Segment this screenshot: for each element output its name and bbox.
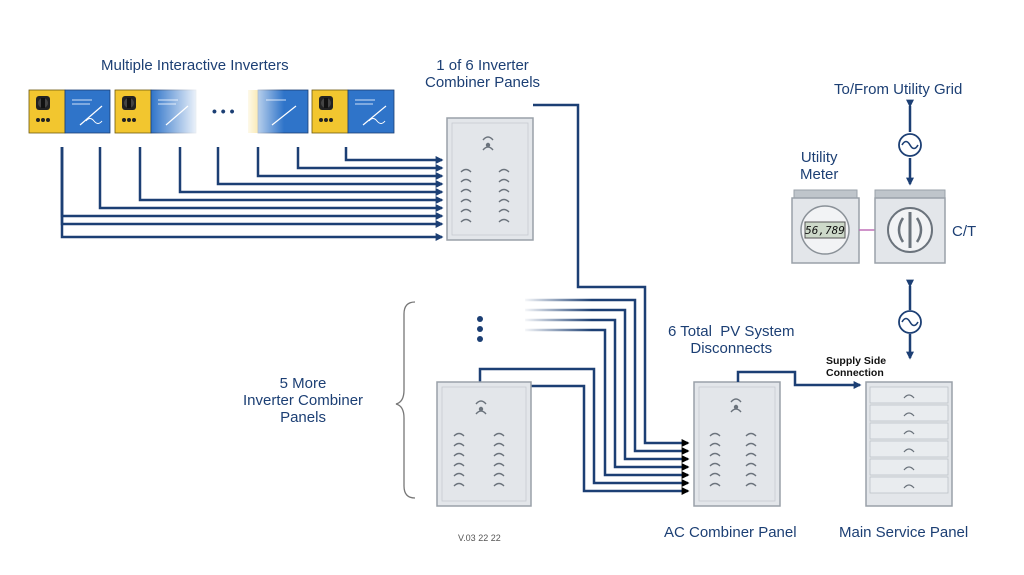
label-main-service: Main Service Panel — [839, 524, 969, 541]
meter-reading: 56,789 — [805, 224, 845, 237]
brace — [395, 301, 416, 499]
ac-sine-icon — [898, 133, 922, 157]
disconnect-switch-icon — [475, 400, 487, 415]
combiner-to-ac-line — [533, 103, 690, 448]
breaker-icon — [460, 168, 510, 223]
grid-connection-arrows — [898, 99, 922, 360]
inverter-4 — [311, 89, 395, 134]
ac-combiner-panel — [693, 381, 781, 507]
inverter-ellipsis: • • • — [212, 103, 235, 119]
label-ct: C/T — [952, 223, 977, 240]
inverter-2 — [114, 88, 201, 135]
breaker-icon — [453, 432, 505, 487]
disconnect-switch-icon — [482, 136, 494, 151]
inverter-feed-lines — [60, 147, 444, 242]
ac-to-main-line — [736, 370, 862, 390]
inverter-row: • • • — [28, 88, 395, 135]
ac-sine-icon — [898, 310, 922, 334]
inverter-3 — [244, 88, 309, 135]
inverter-1 — [28, 89, 111, 134]
utility-meter: 56,789 — [791, 189, 860, 264]
main-service-panel — [865, 381, 953, 507]
breaker-icon — [709, 432, 757, 487]
breaker-icon — [903, 394, 915, 489]
label-utility-meter: Utility Meter — [800, 149, 839, 183]
label-combiner-top: 1 of 6 Inverter Combiner Panels — [425, 57, 541, 91]
combiner-lower-feeds — [478, 367, 690, 496]
label-more-combiners: 5 More Inverter Combiner Panels — [243, 375, 364, 426]
label-utility-grid: To/From Utility Grid — [834, 81, 963, 98]
disconnect-switch-icon — [730, 398, 742, 413]
label-version: V.03 22 22 — [458, 533, 501, 543]
label-disconnects: 6 Total PV System Disconnects — [668, 323, 795, 357]
label-ac-combiner: AC Combiner Panel — [664, 524, 797, 541]
label-inverters: Multiple Interactive Inverters — [101, 57, 289, 74]
vertical-ellipsis — [477, 316, 483, 342]
combiner-panel-top — [446, 117, 534, 241]
ct-box — [874, 189, 946, 264]
label-supply-side: Supply Side Connection — [826, 355, 887, 379]
combiner-panel-lower — [436, 381, 532, 507]
